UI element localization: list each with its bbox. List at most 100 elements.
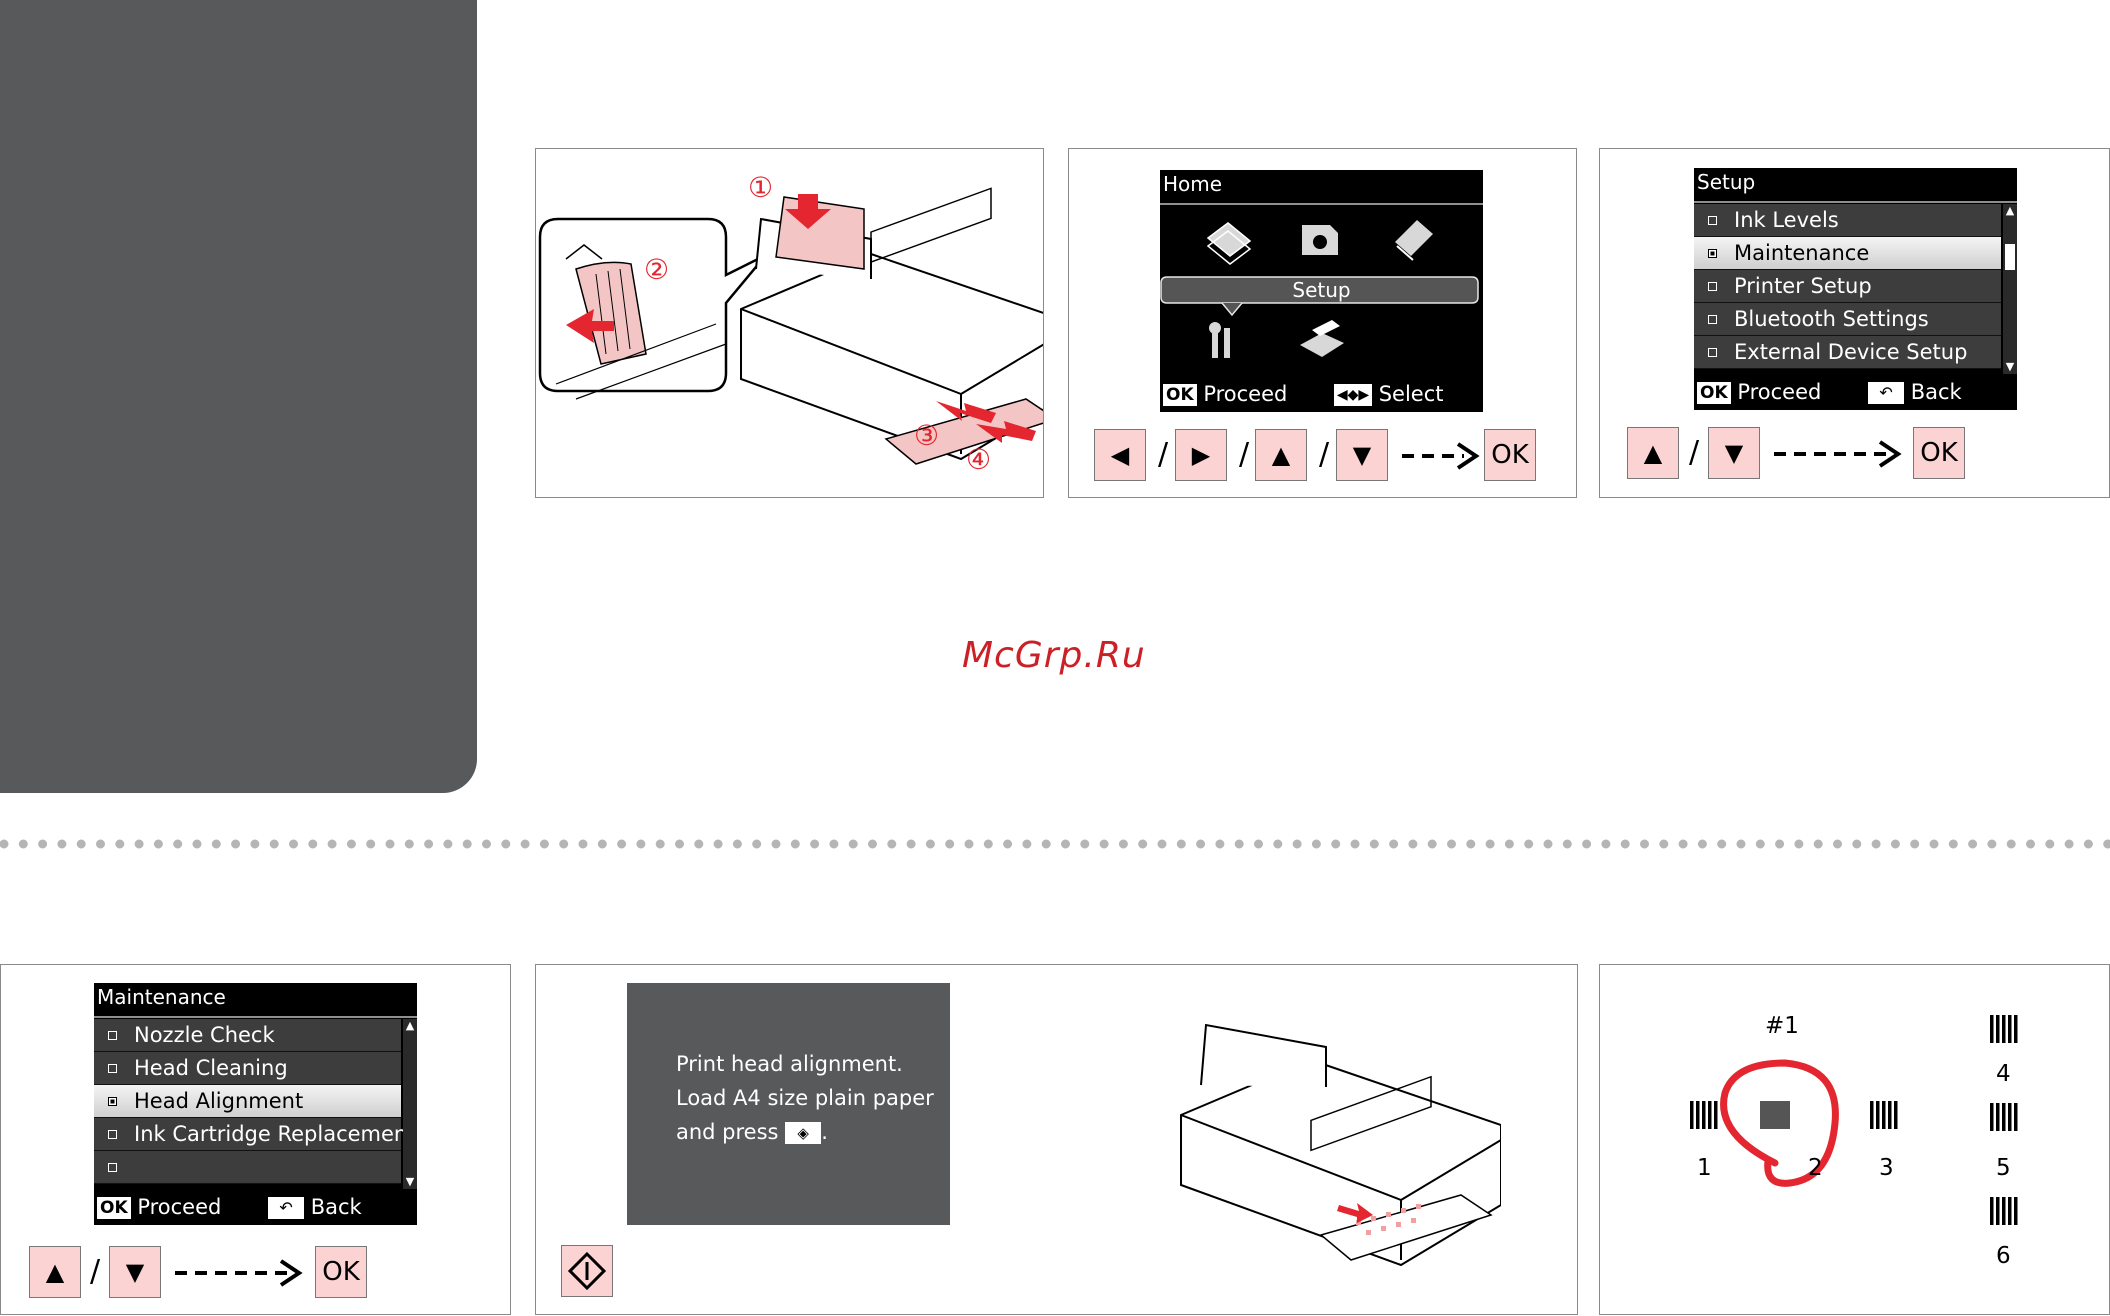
footer-select: Select	[1378, 382, 1444, 406]
separator: /	[1158, 437, 1169, 472]
footer-proceed: Proceed	[1203, 382, 1288, 406]
lcd-footer: OK Proceed ↶ Back	[94, 1195, 417, 1225]
footer-back: Back	[1910, 380, 1962, 404]
menu-item-external-device-setup[interactable]: External Device Setup	[1694, 336, 2001, 369]
print-photo-icon	[1300, 320, 1344, 357]
message-line-3: and press ◈.	[676, 1115, 828, 1149]
scroll-up-icon: ▲	[2005, 204, 2015, 217]
callout-2: ②	[644, 253, 670, 286]
separator: /	[1239, 437, 1250, 472]
alignment-pattern	[1688, 1015, 2018, 1225]
message-line-1: Print head alignment.	[676, 1052, 903, 1076]
ok-key[interactable]: OK	[1913, 427, 1965, 479]
start-key[interactable]	[561, 1245, 613, 1297]
pattern-block-3	[1870, 1101, 1900, 1129]
menu-item-head-cleaning[interactable]: Head Cleaning	[94, 1052, 401, 1085]
back-icon: ↶	[268, 1197, 305, 1219]
scroll-down-icon: ▼	[405, 1175, 415, 1188]
pattern-block-6	[1988, 1197, 2018, 1225]
callout-4: ④	[966, 443, 992, 476]
menu-item-ink-levels[interactable]: Ink Levels	[1694, 204, 2001, 237]
separator: /	[1689, 435, 1700, 470]
maintenance-menu-list: Nozzle Check Head Cleaning Head Alignmen…	[94, 1019, 415, 1184]
lcd-footer: OK Proceed ↶ Back	[1694, 380, 2017, 410]
pattern-label-2: 2	[1808, 1155, 1823, 1181]
dashed-arrow	[1774, 440, 1902, 468]
start-icon	[567, 1251, 607, 1291]
pattern-heading: #1	[1765, 1013, 1799, 1039]
pattern-label-6: 6	[1996, 1243, 2011, 1269]
callout-3: ③	[914, 419, 940, 452]
lcd-divider	[94, 1016, 417, 1018]
scroll-thumb[interactable]	[2005, 244, 2015, 270]
up-key[interactable]: ▲	[29, 1246, 81, 1298]
ok-key[interactable]: OK	[1484, 429, 1536, 481]
lcd-title: Setup	[1697, 170, 1756, 194]
scan-icon	[1395, 220, 1433, 261]
setup-menu-list: Ink Levels Maintenance Printer Setup Blu…	[1694, 204, 2001, 369]
menu-item-ink-cartridge-replacement[interactable]: Ink Cartridge Replacement	[94, 1118, 415, 1151]
message-end: .	[821, 1120, 828, 1144]
copy-icon	[1206, 222, 1252, 265]
lcd-maintenance-screen: Maintenance Nozzle Check Head Cleaning H…	[94, 983, 417, 1225]
ok-key[interactable]: OK	[315, 1246, 367, 1298]
footer-proceed: Proceed	[137, 1195, 222, 1219]
dashed-arrow	[1402, 442, 1480, 470]
up-key[interactable]: ▲	[1255, 429, 1307, 481]
lcd-title: Home	[1163, 172, 1223, 196]
menu-item-printer-setup[interactable]: Printer Setup	[1694, 270, 2001, 303]
up-key[interactable]: ▲	[1627, 427, 1679, 479]
lcd-setup-screen: Setup Ink Levels Maintenance Printer Set…	[1694, 168, 2017, 410]
menu-item-empty	[94, 1151, 401, 1184]
step-panel-home: Home	[1068, 148, 1577, 498]
ok-badge: OK	[97, 1197, 131, 1219]
scrollbar[interactable]: ▲ ▼	[403, 1019, 417, 1189]
step-panel-setup: Setup Ink Levels Maintenance Printer Set…	[1599, 148, 2110, 498]
selection-circle	[1720, 1059, 1839, 1187]
home-icons	[1160, 220, 1479, 358]
scroll-up-icon: ▲	[405, 1019, 415, 1032]
setup-tools-icon	[1209, 322, 1230, 358]
footer-back: Back	[310, 1195, 362, 1219]
pattern-label-4: 4	[1996, 1061, 2011, 1087]
pattern-block-2	[1760, 1101, 1790, 1129]
menu-item-nozzle-check[interactable]: Nozzle Check	[94, 1019, 401, 1052]
section-sidebar-block	[0, 0, 477, 793]
menu-item-maintenance[interactable]: Maintenance	[1694, 237, 2001, 270]
menu-item-head-alignment[interactable]: Head Alignment	[94, 1085, 401, 1118]
memory-card-icon	[1302, 225, 1338, 255]
separator: /	[1319, 437, 1330, 472]
lcd-footer: OK Proceed ◀◆▶ Select	[1160, 382, 1483, 412]
dashed-arrow	[175, 1259, 303, 1287]
down-key[interactable]: ▼	[1708, 427, 1760, 479]
step-panel-alignment-message: Print head alignment. Load A4 size plain…	[535, 964, 1578, 1315]
separator: /	[90, 1254, 101, 1289]
printer-load-paper-illustration	[538, 187, 1043, 465]
pattern-block-5	[1988, 1103, 2018, 1131]
pattern-label-1: 1	[1697, 1155, 1712, 1181]
back-icon: ↶	[1868, 382, 1905, 404]
select-arrows-icon: ◀◆▶	[1334, 384, 1373, 406]
message-line-2: Load A4 size plain paper	[676, 1086, 934, 1110]
step-panel-maintenance: Maintenance Nozzle Check Head Cleaning H…	[0, 964, 511, 1315]
message-line-3-text: and press	[676, 1120, 779, 1144]
start-button-icon: ◈	[785, 1122, 822, 1144]
down-key[interactable]: ▼	[109, 1246, 161, 1298]
left-key[interactable]: ◀	[1094, 429, 1146, 481]
scrollbar[interactable]: ▲ ▼	[2003, 204, 2017, 374]
menu-selected-label: Setup	[1292, 278, 1351, 302]
step-panel-load-paper: ① ② ③ ④	[535, 148, 1044, 498]
lcd-divider	[1160, 203, 1483, 205]
lcd-home-screen: Home	[1160, 170, 1483, 412]
lcd-divider	[1694, 201, 2017, 203]
lcd-message-screen: Print head alignment. Load A4 size plain…	[627, 983, 950, 1225]
scroll-down-icon: ▼	[2005, 360, 2015, 373]
watermark: McGrp.Ru	[962, 635, 1146, 676]
ok-badge: OK	[1163, 384, 1197, 406]
down-key[interactable]: ▼	[1336, 429, 1388, 481]
menu-item-bluetooth-settings[interactable]: Bluetooth Settings	[1694, 303, 2001, 336]
pattern-block-4	[1988, 1015, 2018, 1043]
pattern-block-1	[1688, 1101, 1718, 1129]
right-key[interactable]: ▶	[1175, 429, 1227, 481]
printer-output-illustration	[1180, 1023, 1501, 1267]
